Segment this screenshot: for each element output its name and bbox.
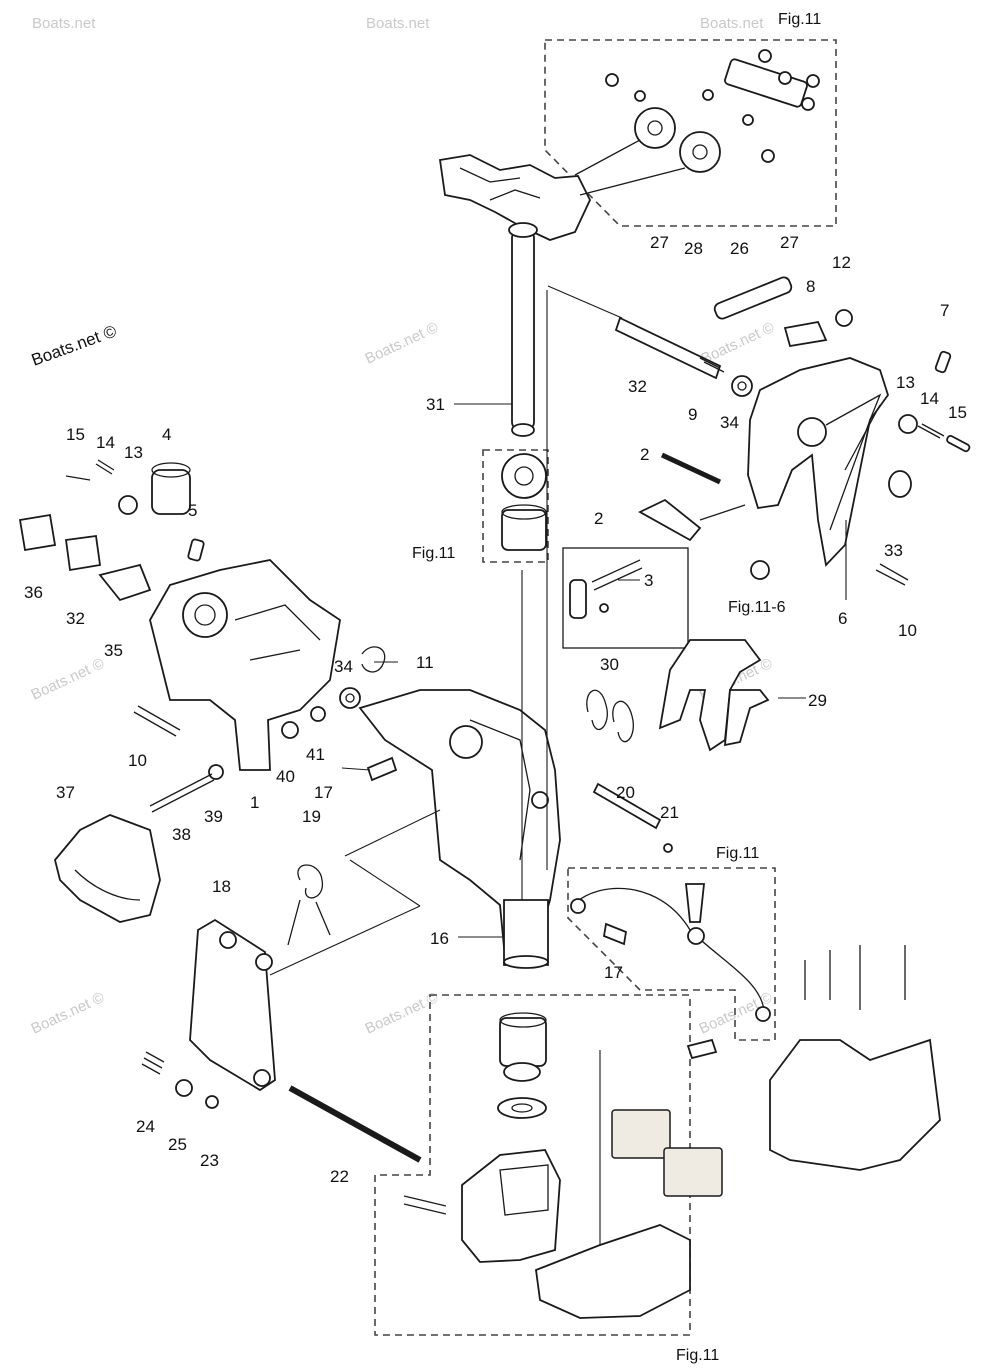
watermark: Boats.net © (363, 319, 441, 368)
tilt-handle (54, 814, 161, 923)
tilt-lever (747, 357, 889, 567)
callout-32: 32 (66, 609, 85, 628)
callout-32: 32 (628, 377, 647, 396)
clamp-bracket-left (18, 459, 422, 1163)
stopper-plate (189, 918, 276, 1092)
callout-28: 28 (684, 239, 703, 258)
callout-31: 31 (426, 395, 445, 414)
callout-18: 18 (212, 877, 231, 896)
callout-4: 4 (162, 425, 171, 444)
callout-16: 16 (430, 929, 449, 948)
callout-6: 6 (838, 609, 847, 628)
tilt-rod (614, 316, 722, 380)
fig-ref-right: Fig.11 (716, 845, 759, 862)
callout-12: 12 (832, 253, 851, 272)
spring-set-box (562, 547, 689, 649)
clamp-bracket-body (149, 559, 341, 771)
watermark: Boats.net (700, 15, 764, 32)
callout-13: 13 (124, 443, 143, 462)
watermark: Boats.net (366, 15, 430, 32)
callout-23: 23 (200, 1151, 219, 1170)
watermark: Boats.net (32, 15, 96, 32)
watermark: Boats.net © (29, 655, 107, 704)
fig11-mid-box (482, 449, 549, 563)
callout-8: 8 (806, 277, 815, 296)
watermark: Boats.net © (363, 989, 441, 1038)
clamp-handle (658, 639, 762, 752)
callout-10: 10 (898, 621, 917, 640)
callout-25: 25 (168, 1135, 187, 1154)
watermark: Boats.net © (699, 319, 777, 368)
callout-33: 33 (884, 541, 903, 560)
callout-3: 3 (644, 571, 653, 590)
callout-21: 21 (660, 803, 679, 822)
figure-references: Fig.11 Fig.11 Fig.11 Fig.11 Fig.11-6 (412, 11, 821, 1364)
reference-boxes (374, 39, 837, 1336)
pad (663, 1147, 723, 1197)
callout-19: 19 (302, 807, 321, 826)
pad (611, 1109, 671, 1159)
callout-1: 1 (250, 793, 259, 812)
callout-14: 14 (920, 389, 939, 408)
callout-35: 35 (104, 641, 123, 660)
callout-17: 17 (314, 783, 333, 802)
callout-30: 30 (600, 655, 619, 674)
callout-34: 34 (334, 657, 353, 676)
callout-14: 14 (96, 433, 115, 452)
fig11-right-box (567, 867, 776, 1041)
fig-ref-sub: Fig.11-6 (728, 599, 786, 616)
fig-ref-bottom: Fig.11 (676, 1347, 719, 1364)
callout-7: 7 (940, 301, 949, 320)
lower-unit (769, 1038, 941, 1171)
callout-39: 39 (204, 807, 223, 826)
callout-9: 9 (688, 405, 697, 424)
callout-34: 34 (720, 413, 739, 432)
callout-5: 5 (188, 501, 197, 520)
callout-38: 38 (172, 825, 191, 844)
watermark: Boats.net © (29, 989, 107, 1038)
callout-13: 13 (896, 373, 915, 392)
callout-2: 2 (640, 445, 649, 464)
callout-27: 27 (780, 233, 799, 252)
brand-label: Boats.net © (29, 321, 120, 369)
callouts: 1 2 2 3 4 5 6 7 8 9 10 10 11 12 13 13 14… (24, 233, 967, 1186)
callout-27: 27 (650, 233, 669, 252)
leader-lines (269, 285, 847, 1245)
fig-ref-mid-left: Fig.11 (412, 545, 455, 562)
callout-17: 17 (604, 963, 623, 982)
lower-mount-assembly (403, 883, 941, 1319)
callout-26: 26 (730, 239, 749, 258)
callout-36: 36 (24, 583, 43, 602)
callout-40: 40 (276, 767, 295, 786)
swivel-bracket (208, 453, 628, 1119)
callout-10: 10 (128, 751, 147, 770)
lower-mount (461, 1149, 561, 1263)
steering-shaft (511, 229, 535, 431)
fig11-bottom-box (374, 994, 691, 1336)
tilt-lever-assembly (569, 276, 971, 853)
callout-37: 37 (56, 783, 75, 802)
callout-41: 41 (306, 745, 325, 764)
callout-20: 20 (616, 783, 635, 802)
callout-29: 29 (808, 691, 827, 710)
callout-11: 11 (416, 653, 434, 672)
callout-15: 15 (948, 403, 967, 422)
fig-ref-top: Fig.11 (778, 11, 821, 28)
callout-22: 22 (330, 1167, 349, 1186)
callout-2: 2 (594, 509, 603, 528)
fig11-top-box (544, 39, 837, 227)
callout-24: 24 (136, 1117, 155, 1136)
callout-15: 15 (66, 425, 85, 444)
steering-bracket-assembly (438, 49, 820, 437)
